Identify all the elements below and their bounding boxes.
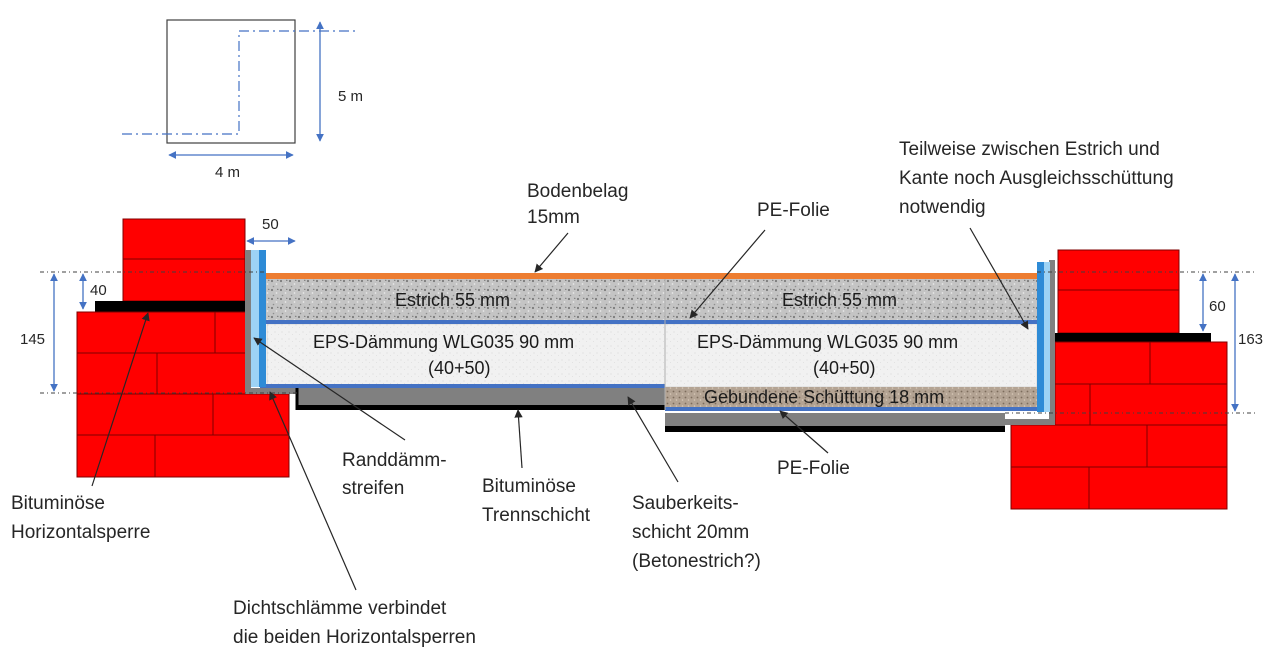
- floor-covering-label-1: Bodenbelag: [527, 181, 628, 202]
- blinding-label-1: Sauberkeits-: [632, 493, 739, 514]
- edge-strip-left-light: [251, 250, 259, 387]
- plan-sketch: 4 m 5 m: [122, 19, 363, 181]
- horizontal-barrier-right: [1043, 333, 1211, 342]
- brick: [1089, 383, 1228, 426]
- leader-pe-film-bottom: [779, 410, 829, 454]
- edge-strip-label-2: streifen: [342, 478, 404, 499]
- screed-left: [265, 279, 665, 321]
- right-wall: [1005, 249, 1228, 510]
- floor-covering-label-2: 15mm: [527, 207, 580, 228]
- brick: [76, 434, 156, 478]
- brick: [1088, 466, 1228, 510]
- horizontal-barrier-label-2: Horizontalsperre: [11, 522, 150, 543]
- brick: [1010, 466, 1090, 510]
- sealing-slurry-right-foot: [1005, 419, 1055, 425]
- insulation-right-label-1: EPS-Dämmung WLG035 90 mm: [697, 332, 958, 352]
- insulation-left-label-2: (40+50): [428, 358, 491, 378]
- dim-right-total-label: 163: [1238, 331, 1263, 348]
- left-wall: [76, 218, 297, 478]
- note-label-2: Kante noch Ausgleichsschüttung: [899, 168, 1174, 189]
- callout-leaders: [91, 227, 1029, 591]
- plan-outline: [166, 19, 296, 144]
- pe-film-bottom-label: PE-Folie: [777, 458, 850, 479]
- brick: [154, 434, 290, 478]
- leader-horizontal-barrier: [91, 312, 150, 487]
- leader-floor-covering: [534, 232, 569, 273]
- dim-left-small-label: 40: [90, 282, 107, 299]
- sealing-slurry: [247, 388, 297, 394]
- blinding-layer-right: [665, 413, 1005, 426]
- brick: [1146, 424, 1228, 468]
- left-edge-insulation: [251, 250, 266, 387]
- brick: [1057, 249, 1180, 291]
- leader-note: [969, 227, 1029, 330]
- bitumen-layer-label-1: Bituminöse: [482, 476, 576, 497]
- blinding-layer-left: [297, 388, 665, 405]
- dim-left-total-label: 145: [20, 331, 45, 348]
- brick: [76, 352, 158, 395]
- blinding-label-2: schicht 20mm: [632, 522, 749, 543]
- bound-fill-label: Gebundene Schüttung 18 mm: [704, 387, 944, 407]
- screed-right-label: Estrich 55 mm: [782, 290, 897, 310]
- edge-strip-label-1: Randdämm-: [342, 450, 447, 471]
- slurry-label-2: die beiden Horizontalsperren: [233, 627, 476, 648]
- leader-blinding: [627, 396, 679, 483]
- section-cut-line: [122, 30, 356, 135]
- plan-height-label: 5 m: [338, 88, 363, 105]
- note-label-3: notwendig: [899, 197, 986, 218]
- bitumen-layer-label-2: Trennschicht: [482, 505, 591, 526]
- brick: [212, 393, 290, 436]
- screed-left-label: Estrich 55 mm: [395, 290, 510, 310]
- edge-strip-right-light: [1044, 262, 1050, 412]
- note-label-1: Teilweise zwischen Estrich und: [899, 139, 1160, 160]
- brick: [122, 218, 246, 260]
- dimensions: 50 40 145 60 163: [20, 216, 1263, 414]
- pe-film-top-label: PE-Folie: [757, 200, 830, 221]
- dim-left-top-width-label: 50: [262, 216, 279, 233]
- leader-bitumen-layer: [514, 409, 523, 469]
- brick: [122, 258, 246, 302]
- insulation-right-label-2: (40+50): [813, 358, 876, 378]
- horizontal-barrier-left: [95, 301, 250, 312]
- plan-width-label: 4 m: [215, 164, 240, 181]
- insulation-right: [664, 323, 1038, 388]
- brick: [214, 311, 248, 354]
- edge-strip-left: [259, 250, 266, 387]
- sealing-slurry: [245, 250, 251, 394]
- leader-pe-film-top: [689, 229, 766, 319]
- brick: [76, 393, 214, 436]
- slurry-label-1: Dichtschlämme verbindet: [233, 598, 447, 619]
- bound-fill-right: [665, 387, 1037, 408]
- dim-right-small-label: 60: [1209, 298, 1226, 315]
- bitumen-separation-left: [297, 405, 665, 410]
- sealing-slurry-right: [1049, 260, 1055, 425]
- callout-labels: Bodenbelag 15mm PE-Folie Teilweise zwisc…: [11, 139, 1174, 648]
- brick: [1149, 341, 1228, 385]
- brick: [156, 352, 248, 395]
- leader-edge-strip: [253, 337, 406, 441]
- brick: [1054, 383, 1091, 426]
- floor-build-up: Estrich 55 mm Estrich 55 mm EPS-Dämmung …: [260, 273, 1040, 432]
- insulation-left: [266, 323, 666, 388]
- bitumen-separation-right: [665, 426, 1005, 432]
- brick: [1057, 289, 1180, 334]
- brick: [1010, 424, 1148, 468]
- insulation-left-label-1: EPS-Dämmung WLG035 90 mm: [313, 332, 574, 352]
- brick: [1054, 341, 1151, 385]
- floor-covering: [263, 273, 1037, 279]
- leader-slurry: [269, 391, 357, 591]
- edge-strip-right: [1037, 262, 1044, 412]
- horizontal-barrier-label-1: Bituminöse: [11, 493, 105, 514]
- pe-film-bottom-left: [260, 384, 665, 388]
- blinding-label-3: (Betonestrich?): [632, 551, 761, 572]
- right-edge-insulation: [1037, 262, 1050, 412]
- screed-right: [665, 279, 1037, 321]
